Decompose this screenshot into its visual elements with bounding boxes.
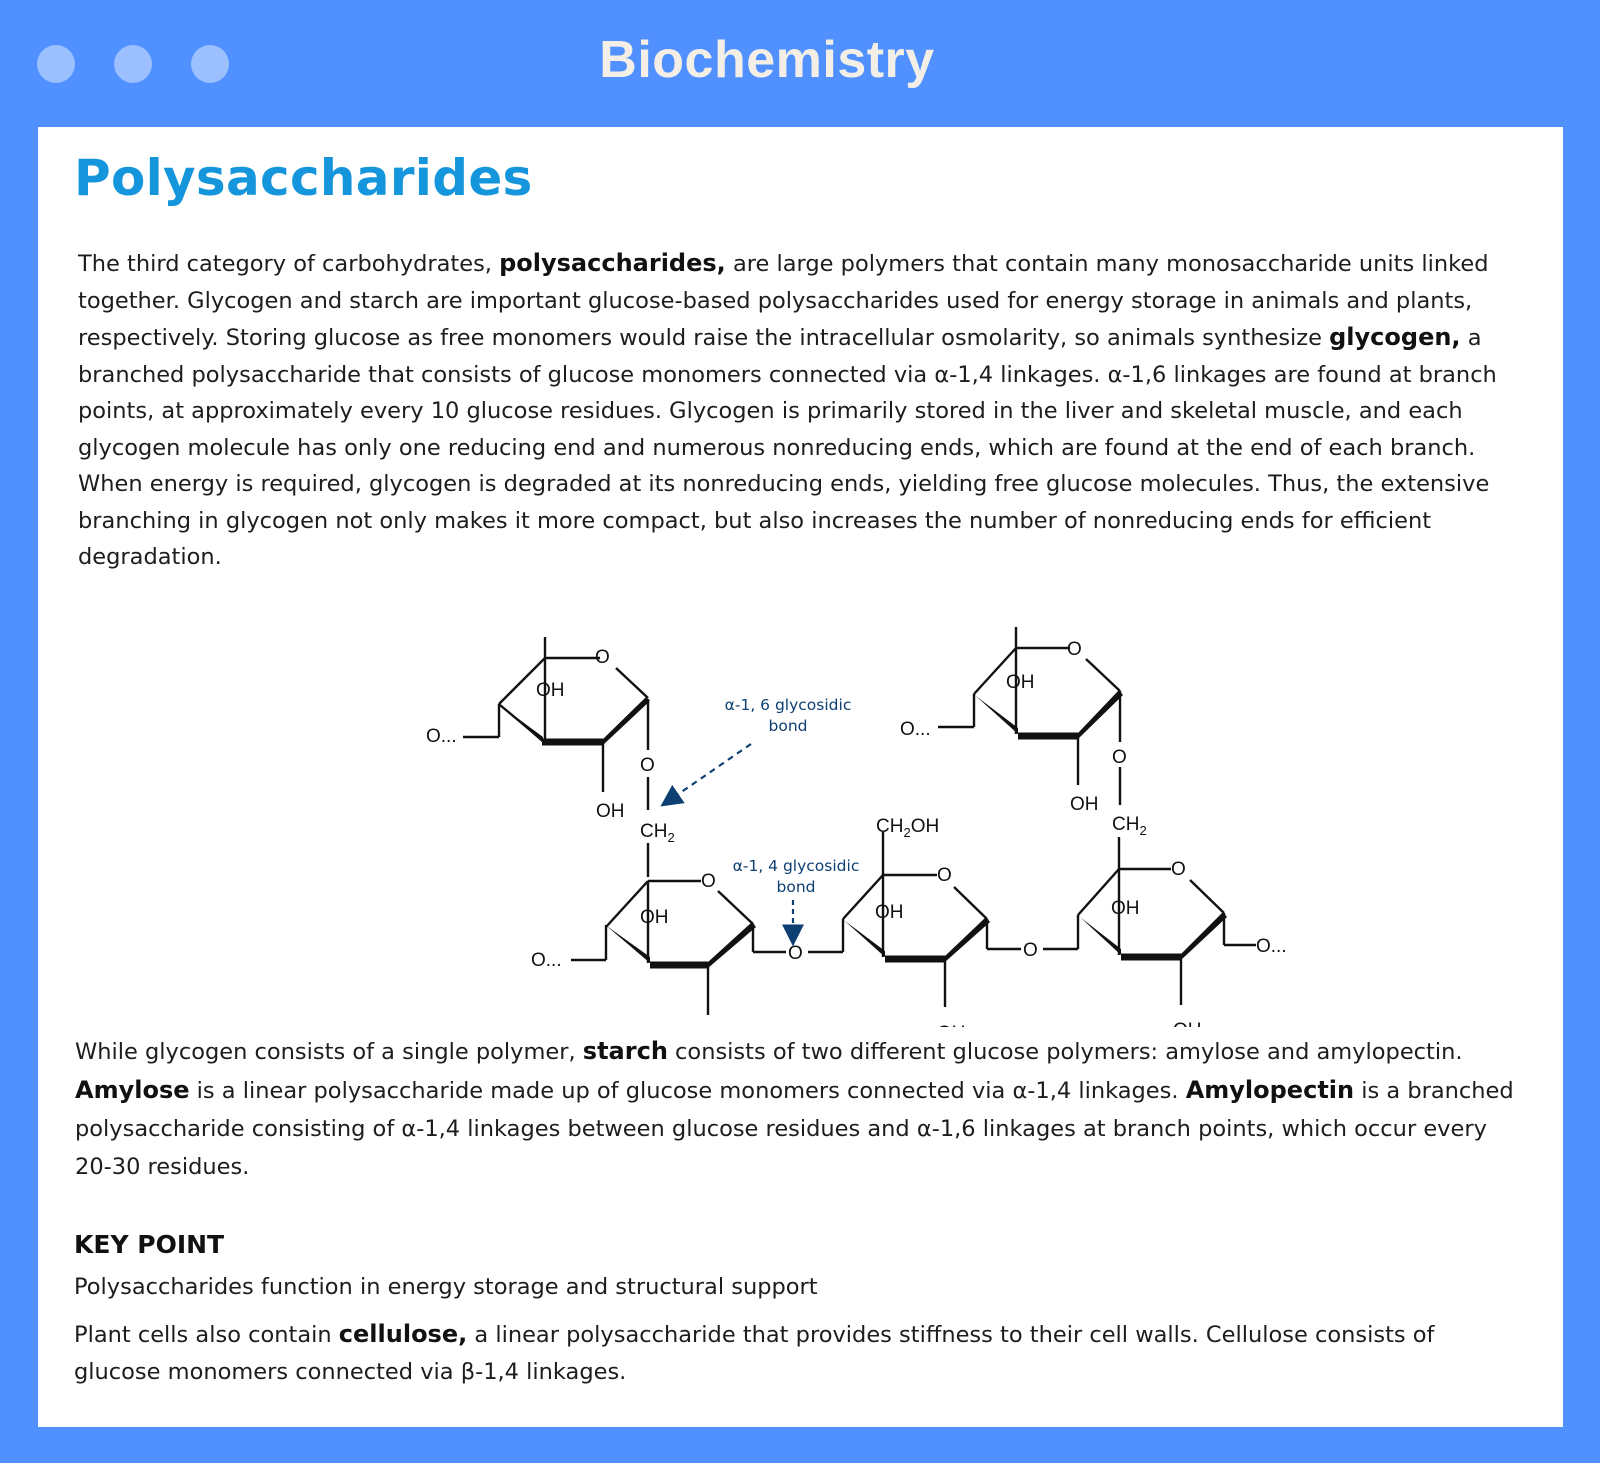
atom-oh-ring-c-bottom: OH <box>937 1023 966 1027</box>
atom-oh-ring-e-bottom: OH <box>1070 794 1099 815</box>
term-starch: starch <box>582 1037 668 1065</box>
window-control-dot-1[interactable] <box>37 45 75 83</box>
atom-oh-ring-c-top: OH <box>875 902 904 923</box>
atom-o-ring-c: O <box>937 865 952 886</box>
atom-oh-ring-d-top: OH <box>1111 898 1140 919</box>
term-amylopectin: Amylopectin <box>1185 1076 1355 1104</box>
term-cellulose: cellulose, <box>338 1320 468 1348</box>
alpha14-bond-label-line1: α-1, 4 glycosidic <box>733 857 860 875</box>
window-control-dot-3[interactable] <box>191 45 229 83</box>
glucose-ring-top-left <box>463 637 650 810</box>
key-point-heading: KEY POINT <box>74 1230 225 1259</box>
atom-o-dots-ring-d: O... <box>1256 936 1287 957</box>
atom-o-ring-a: O <box>595 647 610 668</box>
atom-ch2oh: CH2OH <box>876 816 939 840</box>
alpha16-bond-label-line1: α-1, 6 glycosidic <box>725 696 852 714</box>
atom-o-alpha14-left: O <box>788 943 803 964</box>
atom-ch2-left: CH2 <box>640 821 675 845</box>
glucose-ring-middle-left <box>571 843 786 1015</box>
key-point-text: Polysaccharides function in energy stora… <box>74 1274 818 1300</box>
atom-o-alpha14-right: O <box>1023 940 1038 961</box>
atom-o-ring-b: O <box>701 871 716 892</box>
atom-o-dots-ring-b: O... <box>531 950 562 971</box>
alpha14-bond-label-line2: bond <box>777 878 816 896</box>
window-title: Biochemistry <box>599 31 935 89</box>
term-polysaccharides: polysaccharides, <box>499 249 726 277</box>
atom-o-ring-e: O <box>1067 639 1082 660</box>
alpha16-bond-label-line2: bond <box>769 717 808 735</box>
glucose-ring-middle <box>808 832 1021 1007</box>
atom-o-ring-d: O <box>1171 859 1186 880</box>
diagram-caption: glycogen <box>812 1025 892 1027</box>
atom-oh-ring-d-bottom: OH <box>1173 1020 1202 1027</box>
alpha16-bond-arrow <box>660 743 752 807</box>
atom-o-alpha16-right: O <box>1112 747 1127 768</box>
window-title-bar: Biochemistry <box>0 0 1600 127</box>
atom-oh-ring-e-top: OH <box>1006 672 1035 693</box>
atom-o-dots-ring-a: O... <box>426 726 457 747</box>
atom-oh-ring-a-bottom: OH <box>596 801 625 822</box>
atom-oh-ring-a-top: OH <box>536 680 565 701</box>
term-amylose: Amylose <box>75 1076 190 1104</box>
atom-o-alpha16-left: O <box>640 755 655 776</box>
term-glycogen: glycogen, <box>1329 323 1461 351</box>
glucose-ring-top-right <box>938 627 1123 805</box>
atom-oh-ring-b-top: OH <box>640 907 669 928</box>
page-title: Polysaccharides <box>74 149 533 207</box>
content-panel: Polysaccharides The third category of ca… <box>38 127 1563 1427</box>
window-control-dot-2[interactable] <box>114 45 152 83</box>
intro-paragraph: The third category of carbohydrates, pol… <box>78 249 1497 570</box>
cellulose-paragraph: Plant cells also contain cellulose, a li… <box>74 1320 1435 1385</box>
atom-ch2-right: CH2 <box>1112 814 1147 838</box>
starch-paragraph: While glycogen consists of a single poly… <box>75 1037 1514 1180</box>
glycogen-structure-svg: O OH OH O... O CH2 O OH OH O... O CH2OH … <box>426 627 1287 1048</box>
atom-o-dots-ring-e: O... <box>900 719 931 740</box>
glucose-ring-middle-right <box>1043 837 1256 1005</box>
glycogen-structure-diagram: O OH OH O... O CH2 O OH OH O... O CH2OH … <box>388 567 1288 1048</box>
